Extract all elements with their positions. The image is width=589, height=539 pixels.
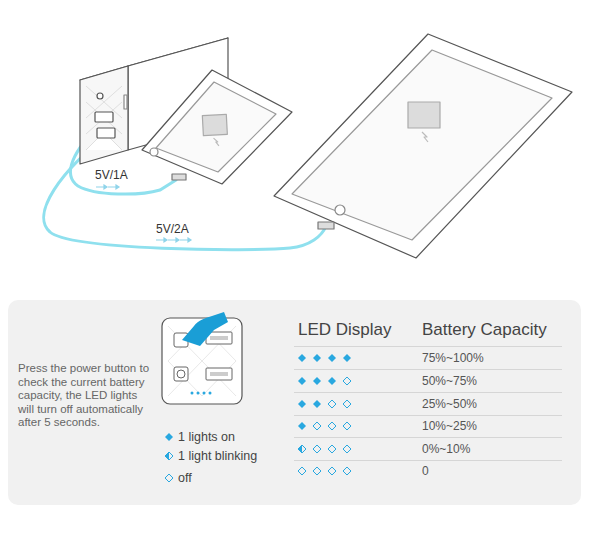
capacity-cell: 0 xyxy=(422,464,429,478)
current-label: 5V/2A xyxy=(156,222,189,236)
column-header: Battery Capacity xyxy=(422,320,547,340)
capacity-cell: 25%~50% xyxy=(422,397,477,411)
phone xyxy=(142,70,292,184)
capacity-cell: 75%~100% xyxy=(422,351,484,365)
legend-text: 1 lights on xyxy=(178,430,235,444)
legend-symbols xyxy=(165,433,173,482)
legend-text: 1 light blinking xyxy=(178,449,257,463)
capacity-cell: 10%~25% xyxy=(422,419,477,433)
current-arrows xyxy=(96,185,191,242)
capacity-cell: 50%~75% xyxy=(422,374,477,388)
pressing-hand xyxy=(182,312,228,346)
device-illustration xyxy=(0,0,589,300)
led-symbols xyxy=(298,354,351,475)
column-header: LED Display xyxy=(298,320,392,340)
tablet xyxy=(274,34,572,258)
current-label: 5V/1A xyxy=(95,168,128,182)
table-rules xyxy=(294,347,562,461)
capacity-cell: 0%~10% xyxy=(422,442,470,456)
legend-text: off xyxy=(178,471,192,485)
instruction-text: Press the power button to check the curr… xyxy=(18,362,150,430)
